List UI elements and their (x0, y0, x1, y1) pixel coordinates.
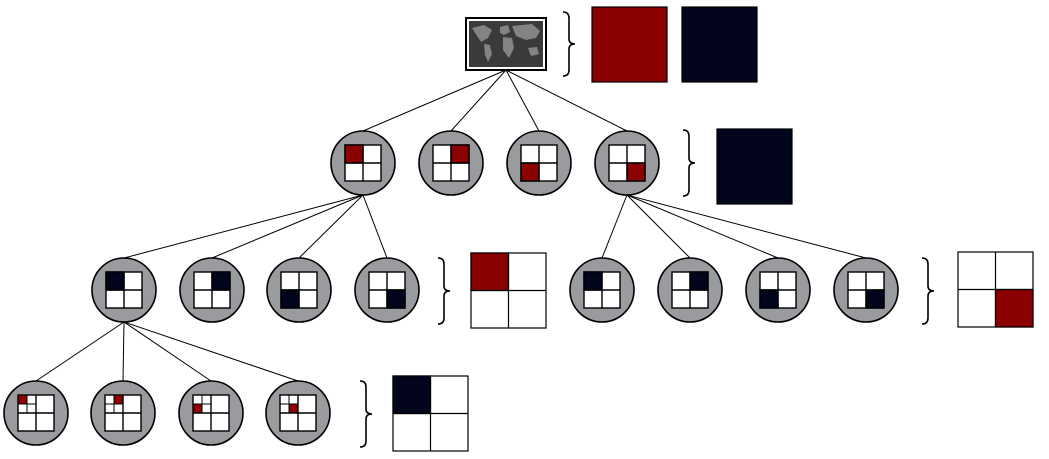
edge-level2-to-level3 (35, 321, 125, 382)
level2-node (266, 257, 332, 323)
edge-level2-to-level3 (122, 321, 125, 382)
node-highlight-cell (689, 271, 709, 291)
node-highlight-cell (520, 162, 540, 182)
level2-node (657, 257, 723, 323)
edge-root-to-level1 (505, 69, 628, 132)
map-landmass (503, 37, 514, 58)
level3-legend-grid (392, 375, 469, 452)
level2-node (745, 257, 811, 323)
world-map-icon (465, 17, 547, 71)
edge-level1-to-level2 (362, 194, 388, 259)
level3-legend-brace (359, 380, 373, 448)
edge-level1-to-level2 (626, 194, 867, 259)
level2-node (569, 257, 635, 323)
node-highlight-subcell (113, 394, 124, 405)
edge-root-to-level1 (362, 69, 507, 132)
edge-level2-to-level3 (123, 321, 212, 382)
node-highlight-cell (105, 271, 125, 291)
level3-node (90, 380, 156, 446)
level2-right-legend-brace (921, 257, 935, 325)
map-landmass (528, 47, 539, 56)
tree-nodes (3, 17, 899, 446)
legend-swatch-red (591, 6, 668, 83)
node-highlight-cell (280, 289, 300, 309)
level2-node (354, 257, 420, 323)
level1-legend-brace (682, 129, 696, 197)
legend-grid-filled-cell (994, 288, 1034, 328)
level1-node (506, 130, 572, 196)
map-landmass (500, 25, 510, 35)
node-highlight-subcell (192, 403, 203, 414)
map-landmass (512, 24, 540, 40)
node-highlight-cell (759, 289, 779, 309)
legend-grid-filled-cell (470, 252, 510, 292)
level1-node (594, 130, 660, 196)
node-highlight-cell (583, 271, 603, 291)
level3-node (178, 380, 244, 446)
node-highlight-cell (450, 144, 470, 164)
node-highlight-cell (865, 289, 885, 309)
edge-root-to-level1 (505, 69, 540, 132)
edge-level1-to-level2 (298, 194, 364, 259)
level1-node (418, 130, 484, 196)
edge-root-to-level1 (450, 69, 507, 132)
level3-node (3, 380, 69, 446)
map-landmass (484, 44, 492, 62)
level2-left-legend-brace (437, 257, 451, 325)
edge-level1-to-level2 (211, 194, 364, 259)
edge-level1-to-level2 (601, 194, 628, 259)
edge-level1-to-level2 (123, 194, 364, 259)
edge-level1-to-level2 (626, 194, 779, 259)
level2-node (833, 257, 899, 323)
level2-node (179, 257, 245, 323)
node-highlight-cell (211, 271, 231, 291)
node-highlight-cell (626, 162, 646, 182)
level2-left-legend-grid (470, 252, 547, 329)
level2-node (91, 257, 157, 323)
level1-node (330, 130, 396, 196)
tree-edges (35, 69, 867, 382)
legend-grid-filled-cell (392, 375, 432, 415)
legend-groups (359, 6, 1034, 452)
level3-node (265, 380, 331, 446)
root-legend-brace (562, 11, 576, 77)
node-highlight-subcell (17, 394, 28, 405)
edge-level2-to-level3 (123, 321, 299, 382)
map-landmass (472, 25, 492, 42)
node-highlight-subcell (288, 403, 299, 414)
legend-swatch-navy (681, 6, 758, 83)
level2-right-legend-grid (957, 251, 1034, 328)
node-highlight-cell (386, 289, 406, 309)
node-highlight-cell (344, 144, 364, 164)
edge-level1-to-level2 (626, 194, 691, 259)
legend-swatch-navy (716, 128, 793, 205)
